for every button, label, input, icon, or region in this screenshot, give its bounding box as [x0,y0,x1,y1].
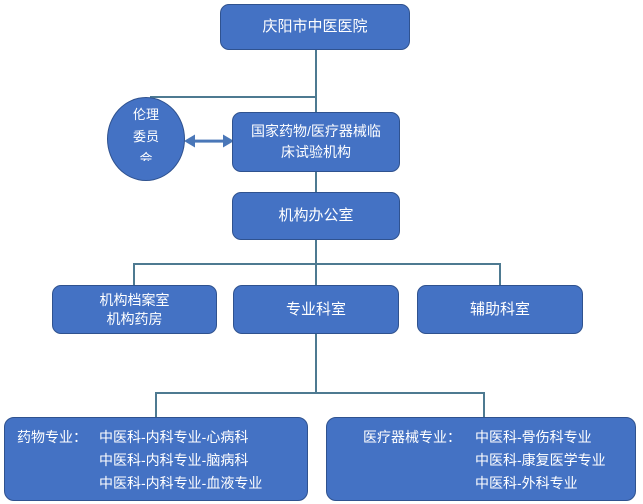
node-office: 机构办公室 [232,192,400,240]
connector-drop-archives [133,263,135,285]
connector-drop-auxiliary [499,263,501,285]
node-hospital-label: 庆阳市中医医院 [262,18,368,35]
list-item: 中医科-骨伤科专业 [475,429,592,445]
list-item: 中医科-外科专业 [475,475,578,491]
node-office-label: 机构办公室 [278,207,354,224]
node-professional-depts-label: 专业科室 [285,300,346,318]
node-ethics-committee-text: 伦理 委员 会 [132,107,159,161]
node-drug-specialties: 药物专业： 中医科-内科专业-心病科 中医科-内科专业-脑病科 中医科-内科专业… [4,417,308,501]
node-device-specialties: 医疗器械专业： 中医科-骨伤科专业 中医科-康复医学专业 中医科-外科专业 [326,417,636,501]
connector-drop-device [483,392,485,417]
node-device-specialties-label: 医疗器械专业： [363,429,461,445]
connector-drop-drug [155,392,157,417]
node-professional-depts: 专业科室 [233,285,399,334]
node-drug-specialties-items: 中医科-内科专业-心病科 中医科-内科专业-脑病科 中医科-内科专业-血液专业 [99,426,262,495]
bidirectional-arrow-icon [184,130,234,152]
connector-institution-to-office [315,172,317,192]
node-auxiliary-depts: 辅助科室 [417,285,583,334]
list-item: 中医科-内科专业-脑病科 [99,452,249,468]
connector-professional-down [315,334,317,392]
node-trial-institution: 国家药物/医疗器械临 床试验机构 [232,112,400,172]
node-auxiliary-depts-label: 辅助科室 [469,300,530,318]
connector-level3-bus [133,263,500,265]
node-archives-pharmacy: 机构档案室 机构药房 [52,285,217,334]
list-item: 中医科-康复医学专业 [475,452,606,468]
node-device-specialties-items: 中医科-骨伤科专业 中医科-康复医学专业 中医科-外科专业 [475,426,606,495]
connector-level4-bus [155,392,484,394]
connector-ethics-elbow [150,96,316,98]
list-item: 中医科-内科专业-心病科 [99,429,249,445]
connector-office-down [315,240,317,285]
node-drug-specialties-label: 药物专业： [17,429,87,445]
connector-hospital-to-institution [315,50,317,112]
list-item: 中医科-内科专业-血液专业 [99,475,263,491]
node-ethics-committee: 伦理 委员 会 [107,97,185,181]
node-hospital: 庆阳市中医医院 [220,4,410,50]
